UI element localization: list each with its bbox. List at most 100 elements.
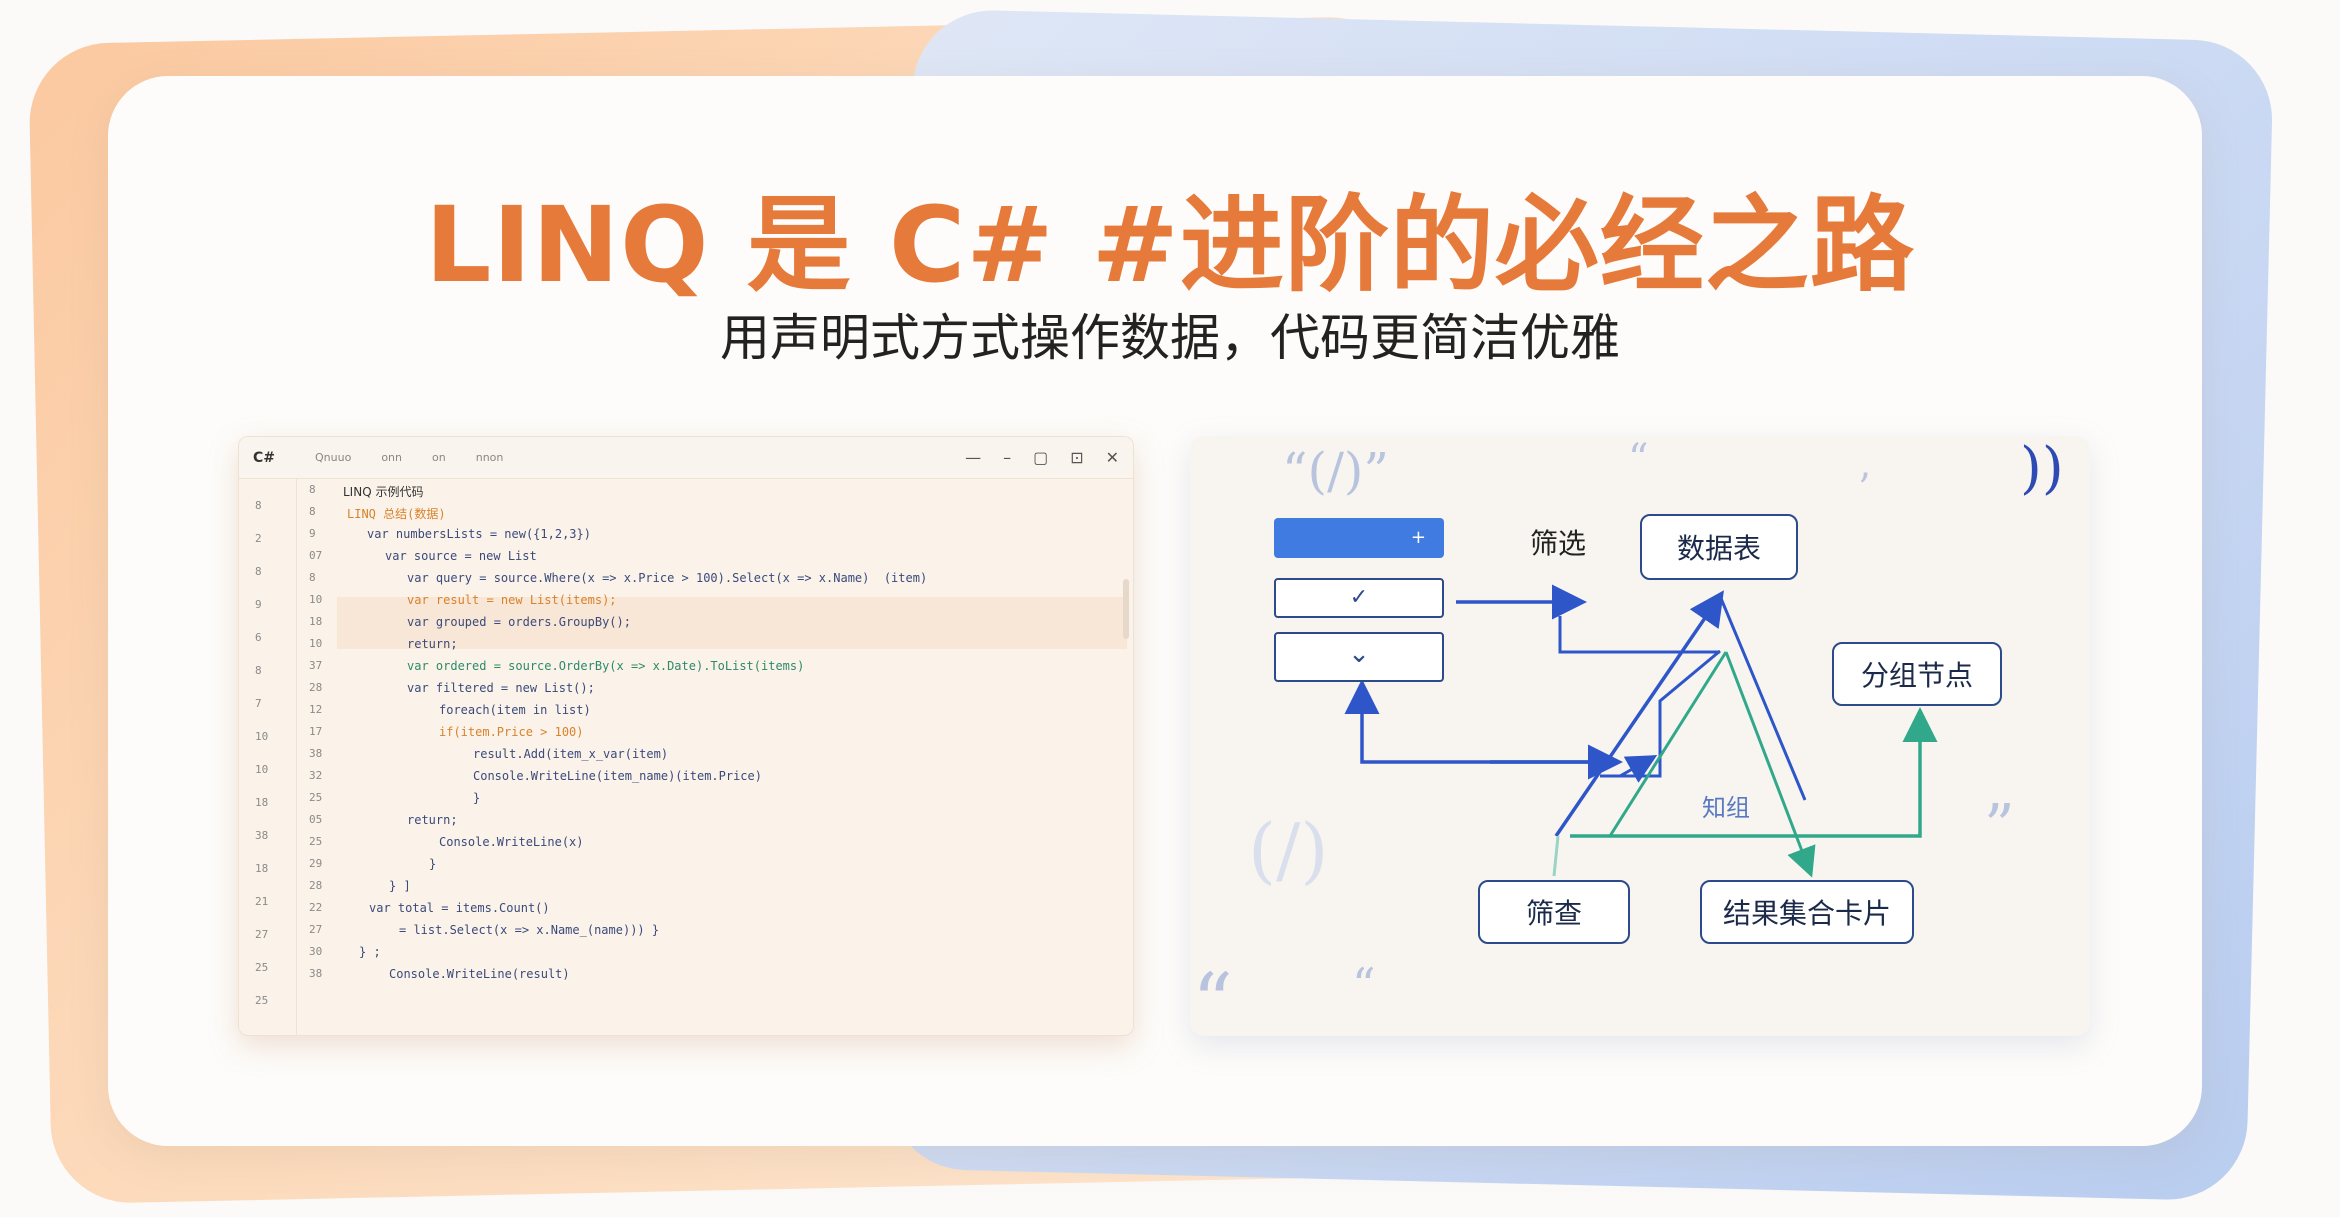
line-number-inner: 17 bbox=[309, 725, 323, 738]
edge-teal-stub bbox=[1552, 835, 1560, 877]
code-line: = list.Select(x => x.Name_(name))) } bbox=[399, 923, 660, 937]
line-number-inner: 8 bbox=[309, 483, 316, 496]
tab-1[interactable]: Qnuuo bbox=[315, 451, 352, 464]
line-number: 25 bbox=[255, 961, 269, 974]
line-number-inner: 37 bbox=[309, 659, 323, 672]
line-number-inner: 38 bbox=[309, 967, 323, 980]
window-controls: — – ▢ ⊡ ✕ bbox=[965, 448, 1119, 467]
line-number-inner: 38 bbox=[309, 747, 323, 760]
code-line: var numbersLists = new({1,2,3}) bbox=[367, 527, 591, 541]
code-line: var ordered = source.OrderBy(x => x.Date… bbox=[407, 659, 805, 673]
code-line: var grouped = orders.GroupBy(); bbox=[407, 615, 631, 629]
line-number: 6 bbox=[255, 631, 262, 644]
line-number-inner: 12 bbox=[309, 703, 323, 716]
line-number: 10 bbox=[255, 763, 269, 776]
line-gutter bbox=[239, 479, 297, 1035]
dropdown-item[interactable]: ⌄ bbox=[1274, 632, 1444, 682]
line-number: 7 bbox=[255, 697, 262, 710]
node-data-table[interactable]: 数据表 bbox=[1640, 514, 1798, 580]
quote-decor-2: “ bbox=[1628, 436, 1649, 482]
quote-decor-5: (/) bbox=[1248, 808, 1329, 892]
code-line: Console.WriteLine(result) bbox=[389, 967, 570, 981]
arrow-to-table bbox=[1554, 590, 1724, 837]
tab-4[interactable]: nnon bbox=[475, 451, 504, 464]
line-number-inner: 8 bbox=[309, 505, 316, 518]
line-number-inner: 10 bbox=[309, 593, 323, 606]
minimize-alt-icon[interactable]: – bbox=[1003, 448, 1012, 467]
quote-decor-1: “(/)” bbox=[1282, 442, 1389, 500]
code-line: var query = source.Where(x => x.Price > … bbox=[407, 571, 928, 585]
plus-icon: + bbox=[1410, 527, 1426, 548]
line-number-inner: 22 bbox=[309, 901, 323, 914]
edge-teal-left bbox=[1608, 651, 1728, 837]
chevron-down-icon: ⌄ bbox=[1348, 639, 1370, 669]
line-number: 18 bbox=[255, 796, 269, 809]
code-line: } bbox=[473, 791, 481, 805]
quote-decor-4: )) bbox=[2020, 436, 2064, 501]
line-number: 8 bbox=[255, 565, 262, 578]
arrow-to-result bbox=[1724, 651, 1816, 878]
code-line: return; bbox=[407, 813, 458, 827]
line-number: 27 bbox=[255, 928, 269, 941]
code-line: var total = items.Count() bbox=[369, 901, 550, 915]
code-line: Console.WriteLine(item_name)(item.Price) bbox=[473, 769, 762, 783]
add-button[interactable]: + bbox=[1274, 518, 1444, 558]
linq-flow-diagram: + ✓ ⌄ 筛选 数据表 分组节点 筛查 结果集合卡片 知组 “(/)” “ ’… bbox=[1190, 436, 2090, 1049]
line-number-inner: 27 bbox=[309, 923, 323, 936]
maximize-icon[interactable]: ⊡ bbox=[1070, 448, 1084, 467]
code-line: Console.WriteLine(x) bbox=[439, 835, 584, 849]
node-filter[interactable]: 筛查 bbox=[1478, 880, 1630, 944]
language-label: C# bbox=[253, 449, 276, 466]
arrow-inner bbox=[1619, 755, 1658, 783]
line-number-inner: 10 bbox=[309, 637, 323, 650]
minimize-icon[interactable]: — bbox=[965, 448, 982, 467]
quote-decor-8: “ bbox=[1352, 958, 1376, 1012]
diagram-arrows bbox=[1344, 584, 1938, 878]
code-line: result.Add(item_x_var(item) bbox=[473, 747, 669, 761]
arrow-filter-branch bbox=[1558, 616, 1720, 654]
line-number: 10 bbox=[255, 730, 269, 743]
line-number-inner: 18 bbox=[309, 615, 323, 628]
node-result-card[interactable]: 结果集合卡片 bbox=[1700, 880, 1914, 944]
line-number: 38 bbox=[255, 829, 269, 842]
code-line: LINQ 示例代码 bbox=[343, 485, 424, 499]
line-number-inner: 29 bbox=[309, 857, 323, 870]
code-line: if(item.Price > 100) bbox=[439, 725, 584, 739]
code-titlebar: C# Qnuuo onn on nnon — – ▢ ⊡ ✕ bbox=[239, 437, 1133, 479]
quote-decor-3: ’ bbox=[1858, 466, 1871, 512]
tab-2[interactable]: onn bbox=[381, 451, 403, 464]
line-number-inner: 32 bbox=[309, 769, 323, 782]
line-number-inner: 05 bbox=[309, 813, 323, 826]
code-line: var source = new List bbox=[385, 549, 537, 563]
line-number-inner: 07 bbox=[309, 549, 323, 562]
line-number: 8 bbox=[255, 499, 262, 512]
close-icon[interactable]: ✕ bbox=[1105, 448, 1119, 467]
checked-item[interactable]: ✓ bbox=[1274, 578, 1444, 618]
filter-label: 筛选 bbox=[1530, 527, 1587, 560]
line-number-inner: 28 bbox=[309, 681, 323, 694]
tab-3[interactable]: on bbox=[432, 451, 446, 464]
page-title: LINQ 是 C# #进阶的必经之路 bbox=[425, 184, 1915, 306]
line-number-inner: 28 bbox=[309, 879, 323, 892]
code-line: var filtered = new List(); bbox=[407, 681, 595, 695]
line-number: 8 bbox=[255, 664, 262, 677]
line-number: 9 bbox=[255, 598, 262, 611]
edge-table-down bbox=[1718, 595, 1807, 801]
line-number: 21 bbox=[255, 895, 269, 908]
line-number: 25 bbox=[255, 994, 269, 1007]
quote-decor-6: ” bbox=[1984, 792, 2015, 862]
line-number-inner: 8 bbox=[309, 571, 316, 584]
code-line: } ; bbox=[359, 945, 381, 959]
code-line: } ] bbox=[389, 879, 411, 893]
arrow-loopback bbox=[1344, 679, 1610, 764]
node-group[interactable]: 分组节点 bbox=[1832, 642, 2002, 706]
restore-icon[interactable]: ▢ bbox=[1033, 448, 1049, 467]
code-line: } bbox=[429, 857, 437, 871]
arrow-to-group bbox=[1570, 707, 1938, 838]
code-line: return; bbox=[407, 637, 458, 651]
code-line: var result = new List(items); bbox=[407, 593, 617, 607]
code-line: LINQ 总结(数据) bbox=[347, 507, 446, 521]
scrollbar[interactable] bbox=[1123, 579, 1129, 639]
line-number-inner: 25 bbox=[309, 835, 323, 848]
